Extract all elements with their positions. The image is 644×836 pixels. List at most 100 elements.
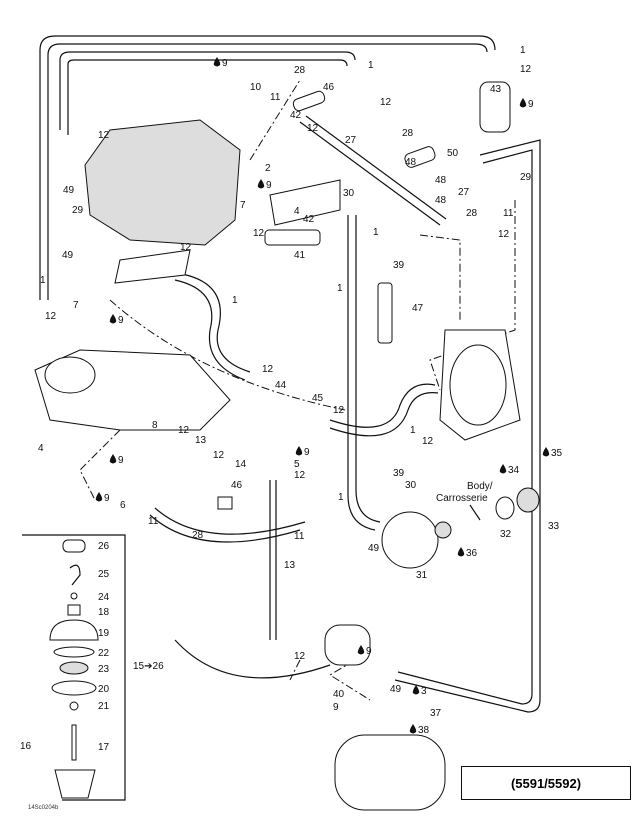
callout-12: 12 (178, 425, 190, 436)
callout-9: 9 (366, 646, 372, 657)
sealant-drop-icon (213, 57, 221, 67)
callout-9: 9 (304, 447, 310, 458)
callout-1: 1 (338, 492, 344, 503)
callout-48: 48 (435, 175, 447, 186)
hose-28-low (149, 514, 301, 543)
callout-4: 4 (294, 206, 300, 217)
callout-29: 29 (520, 172, 532, 183)
sealant-drop-icon (95, 492, 103, 502)
callout-7: 7 (240, 200, 246, 211)
callout-28: 28 (192, 530, 204, 541)
hose-15-26 (174, 639, 331, 679)
callout-21: 21 (98, 701, 110, 712)
callout-49: 49 (63, 185, 75, 196)
callout-12: 12 (307, 123, 319, 134)
callout-19: 19 (98, 628, 110, 639)
dash-lines (79, 79, 516, 701)
sealant-drop-icon (109, 454, 117, 464)
callout-11: 11 (294, 531, 305, 542)
sealant-drop-icon (519, 98, 527, 108)
callout-1: 1 (232, 295, 238, 306)
callout-6: 6 (120, 500, 126, 511)
kit-15-26 (22, 534, 126, 801)
sealant-drop-icon (409, 724, 417, 734)
callout-16: 16 (20, 741, 32, 752)
callout-39: 39 (393, 468, 405, 479)
callout-49: 49 (390, 684, 402, 695)
callout-26: 26 (98, 541, 110, 552)
callout-43: 43 (490, 84, 502, 95)
callout-9: 9 (118, 455, 124, 466)
fuel-rail (264, 229, 321, 246)
drawing-code: 14Sc0204b (28, 805, 59, 811)
callout-44: 44 (275, 380, 287, 391)
callout-46: 46 (323, 82, 335, 93)
callout-31: 31 (416, 570, 428, 581)
callout-1: 1 (40, 275, 46, 286)
sealant-drop-icon (457, 547, 465, 557)
part-33 (516, 487, 540, 513)
sealant-drop-icon (542, 447, 550, 457)
callout-27: 27 (345, 135, 357, 146)
callout-12: 12 (98, 130, 110, 141)
sealant-drop-icon (257, 179, 265, 189)
callout-18: 18 (98, 607, 110, 618)
reservoir (324, 624, 371, 666)
callout-30: 30 (405, 480, 417, 491)
callout-41: 41 (294, 250, 306, 261)
callout-30: 30 (343, 188, 355, 199)
callout-14: 14 (235, 459, 247, 470)
callout-47: 47 (412, 303, 424, 314)
callout-32: 32 (500, 529, 512, 540)
callout-33: 33 (548, 521, 560, 532)
callout-12: 12 (294, 651, 306, 662)
hose-1-inner (59, 51, 356, 130)
callout-35: 35 (551, 448, 563, 459)
callout-9: 9 (528, 99, 534, 110)
callout-10: 10 (250, 82, 262, 93)
callout-9: 9 (118, 315, 124, 326)
callout-29: 29 (72, 205, 84, 216)
callout-45: 45 (312, 393, 324, 404)
model-number-box: (5591/5592) (461, 766, 631, 800)
callout-24: 24 (98, 592, 110, 603)
callout-49: 49 (62, 250, 74, 261)
callout-25: 25 (98, 569, 110, 580)
callout-49: 49 (368, 543, 380, 554)
callout-15➔26: 15➔26 (133, 661, 164, 672)
callout-11: 11 (503, 208, 514, 219)
callout-27: 27 (458, 187, 470, 198)
callout-12: 12 (333, 405, 345, 416)
oil-filter-43 (479, 81, 511, 133)
callout-1: 1 (368, 60, 374, 71)
hose-1-outer (39, 35, 496, 300)
body-label: Body/ Carrosserie (436, 481, 493, 521)
callout-23: 23 (98, 664, 110, 675)
callout-37: 37 (430, 708, 442, 719)
callout-13: 13 (195, 435, 207, 446)
body-label-line1: Body/ (467, 481, 493, 492)
callout-1: 1 (520, 45, 526, 56)
hose-1-top (299, 121, 441, 226)
callout-5: 5 (294, 459, 300, 470)
callout-28: 28 (466, 208, 478, 219)
callout-17: 17 (98, 742, 110, 753)
hose-39 (347, 215, 376, 531)
callout-9: 9 (333, 702, 339, 713)
callout-39: 39 (393, 260, 405, 271)
callout-12: 12 (262, 364, 274, 375)
callout-28: 28 (294, 65, 306, 76)
callout-12: 12 (520, 64, 532, 75)
sealant-drop-icon (109, 314, 117, 324)
callout-12: 12 (180, 242, 192, 253)
callout-36: 36 (466, 548, 478, 559)
callout-48: 48 (435, 195, 447, 206)
manifold (114, 249, 191, 284)
sealant-drop-icon (412, 685, 420, 695)
sealant-drop-icon (499, 464, 507, 474)
hose-29 (394, 139, 541, 713)
part-46 (217, 496, 233, 510)
callout-12: 12 (253, 228, 265, 239)
